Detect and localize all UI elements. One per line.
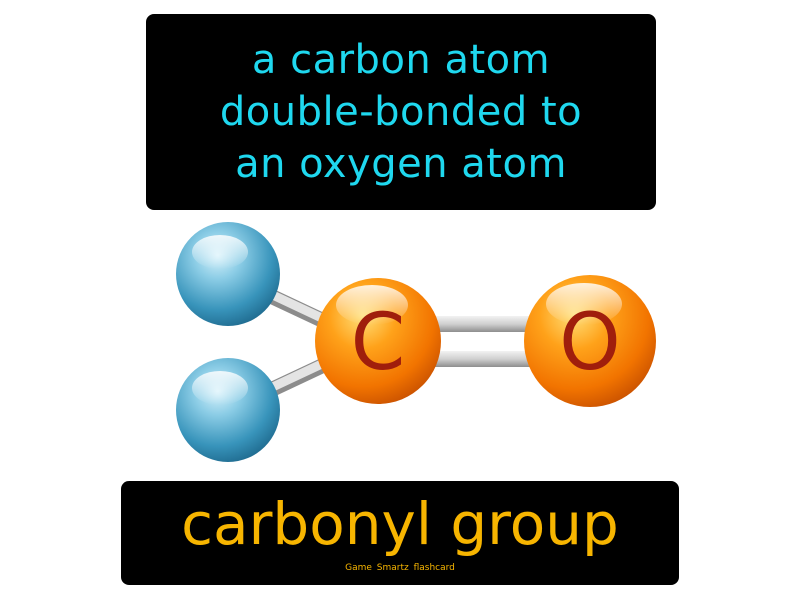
definition-box: a carbon atom double-bonded to an oxygen…	[146, 14, 656, 210]
carbon-label: C	[351, 298, 405, 388]
carbon-atom-icon: C	[315, 278, 441, 404]
hydrogen-atom-icon	[176, 222, 280, 326]
brand-caption: Game Smartz flashcard	[345, 563, 455, 573]
definition-line-2: double-bonded to	[219, 89, 583, 135]
hydrogen-atom-icon	[176, 358, 280, 462]
term-box: carbonyl group Game Smartz flashcard	[121, 481, 679, 585]
definition-line-1: a carbon atom	[251, 37, 551, 83]
oxygen-label: O	[559, 298, 620, 388]
definition-line-3: an oxygen atom	[235, 141, 567, 187]
oxygen-atom-icon: O	[524, 275, 656, 407]
term-title: carbonyl group	[181, 490, 619, 558]
